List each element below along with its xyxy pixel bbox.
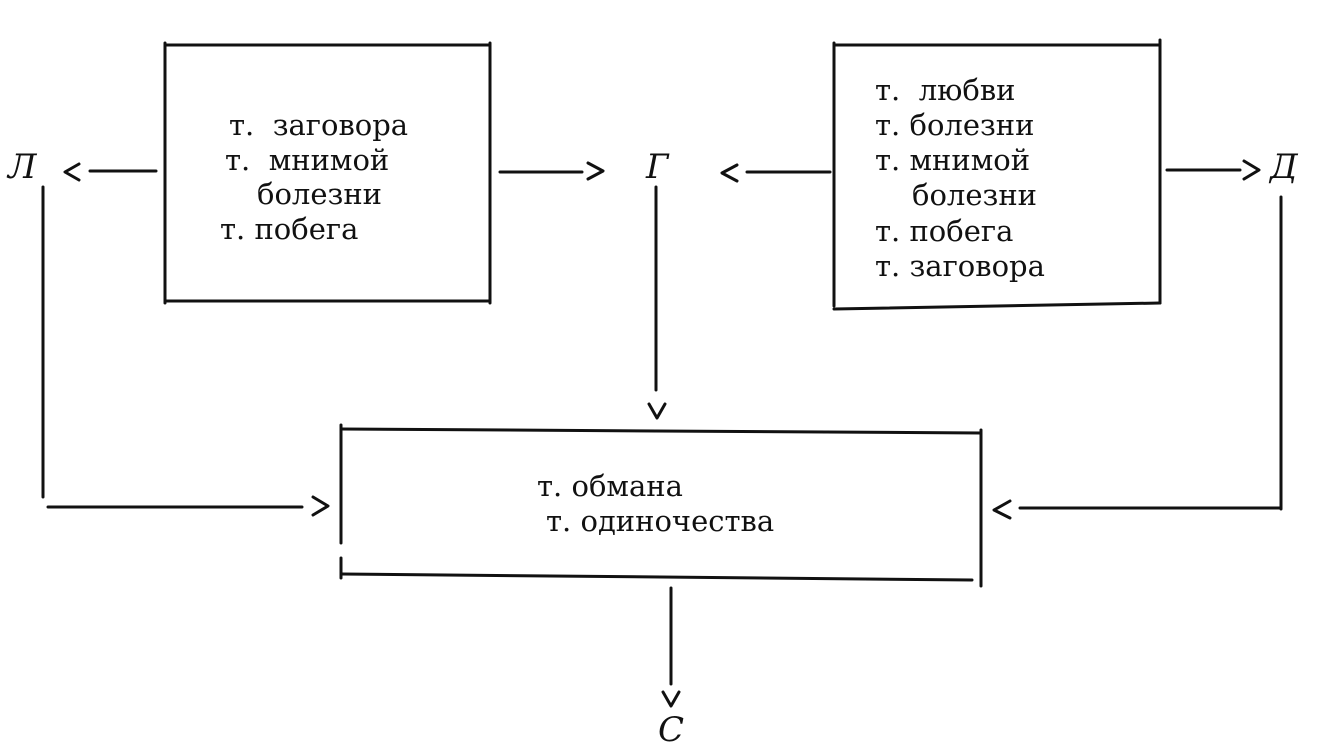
box-right-line: т. любви bbox=[875, 73, 1016, 107]
box-right-line: болезни bbox=[912, 178, 1037, 212]
arrow-G-to-bottombox bbox=[647, 185, 667, 420]
box-bottom-line: т. одиночества bbox=[546, 504, 775, 538]
arrow-bottombox-to-S bbox=[661, 586, 681, 708]
box-right-line: т. побега bbox=[875, 214, 1014, 248]
node-G: Г bbox=[646, 147, 669, 187]
node-D: Д bbox=[1270, 147, 1298, 187]
box-right-frame bbox=[832, 38, 1162, 311]
node-S: С bbox=[658, 710, 685, 750]
box-left-frame bbox=[163, 41, 492, 305]
box-right-line: т. мнимой bbox=[875, 143, 1031, 177]
box-left-line: т. мнимой bbox=[225, 143, 390, 177]
arrow-rightbox-to-G bbox=[720, 163, 832, 183]
box-left-line: т. заговора bbox=[229, 108, 409, 142]
box-left-line: болезни bbox=[257, 177, 382, 211]
arrow-rightbox-to-D bbox=[1165, 159, 1261, 181]
arrow-leftbox-to-G bbox=[498, 161, 605, 181]
box-left-line: т. побега bbox=[220, 212, 359, 246]
box-right-line: т. болезни bbox=[875, 108, 1035, 142]
arrow-leftbox-to-L bbox=[63, 162, 158, 182]
box-right-line: т. заговора bbox=[875, 249, 1045, 283]
arrow-L-to-bottombox bbox=[41, 185, 330, 517]
node-L: Л bbox=[8, 147, 37, 187]
box-bottom-line: т. обмана bbox=[537, 469, 683, 503]
box-bottom-frame bbox=[339, 423, 983, 588]
arrow-D-to-bottombox bbox=[992, 195, 1283, 520]
